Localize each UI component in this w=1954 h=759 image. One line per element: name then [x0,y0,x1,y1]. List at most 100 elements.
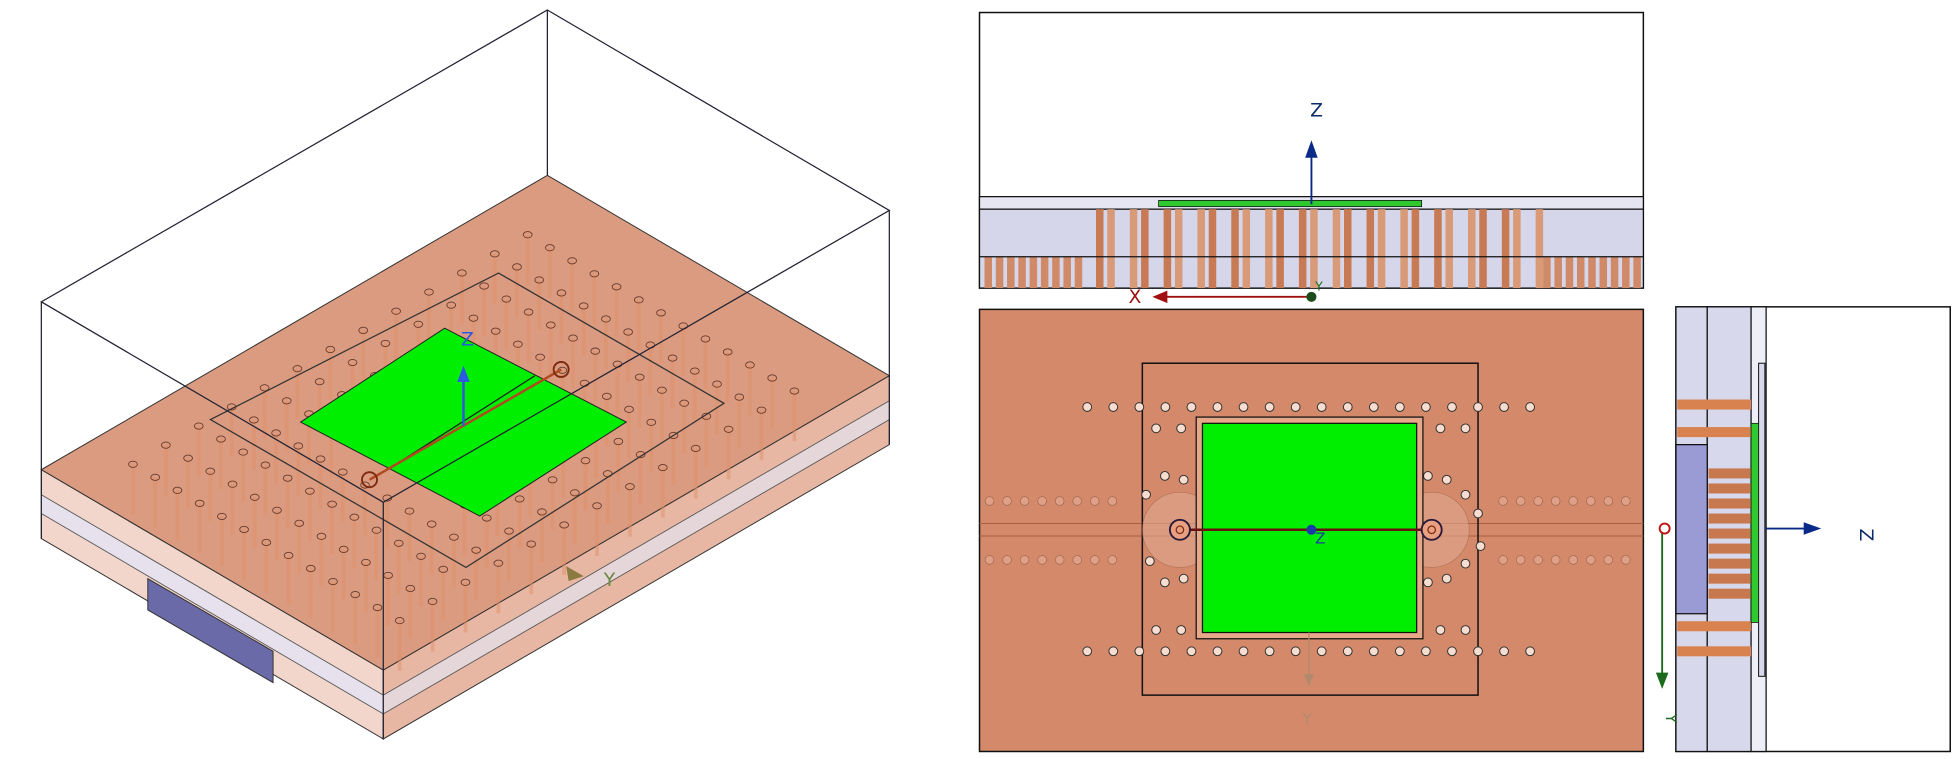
via [534,276,545,284]
via [1677,621,1752,632]
via [314,378,325,386]
via [1585,555,1596,565]
via [1368,646,1379,657]
via [1231,209,1239,289]
feed-port-iso-1 [552,361,570,378]
via [1708,588,1752,599]
via [1019,496,1030,506]
via [1515,555,1526,565]
via [1677,427,1752,438]
via [1007,256,1015,289]
via [1501,209,1510,289]
side-x-axis-marker [1658,522,1671,535]
via [1141,489,1151,500]
via [547,476,558,484]
via [559,521,569,529]
via [1708,498,1752,509]
via [1603,496,1614,506]
via [328,577,338,586]
via [1134,402,1145,412]
via [1394,402,1405,412]
via [756,406,767,414]
via [283,551,294,560]
front-x-label: X [1129,287,1142,308]
via [193,422,204,430]
via [1037,496,1047,506]
slab-right-face-mid [383,400,890,714]
feed-line-iso [368,368,562,481]
via [1290,646,1301,657]
via [545,244,555,252]
via [1473,508,1483,519]
via [372,604,383,612]
via [1163,209,1172,289]
via [1473,402,1483,412]
via [590,347,601,355]
via [690,444,701,452]
front-y-label: Y [1314,279,1323,294]
via [393,539,404,547]
via [658,463,668,472]
via [1074,256,1083,289]
via [271,429,281,437]
via [1265,209,1273,289]
via [668,431,679,439]
via [1160,402,1171,412]
via [514,495,525,503]
via [1089,555,1100,565]
via [1677,646,1752,657]
via [633,296,644,304]
via [394,617,405,625]
via [1603,555,1614,565]
top-z-axis-dot [1306,524,1317,535]
via [227,480,238,488]
via [1708,468,1752,479]
side-patch [1750,422,1759,623]
via [350,590,361,599]
via [1129,209,1138,289]
via [1515,496,1526,506]
via [1242,209,1251,289]
via [150,473,161,481]
via [624,405,634,413]
via [1498,496,1508,506]
via [216,435,226,443]
via [338,545,349,553]
via [380,339,391,347]
via [767,374,777,382]
via [471,546,481,554]
via [1421,646,1431,657]
via [568,334,578,342]
via [535,353,545,361]
via [995,256,1004,289]
via [1585,496,1596,506]
via [1054,496,1065,506]
top-via-array [984,402,1631,657]
via [1708,483,1752,494]
top-y-label: Y [1302,710,1313,728]
via [261,538,272,547]
via [449,533,459,541]
via [1176,423,1187,434]
via [490,327,501,335]
via [479,282,489,290]
air-box [40,9,891,739]
via [1176,625,1187,635]
via [1499,646,1509,657]
front-z-label: Z [1310,100,1323,121]
cavity-outline [209,272,726,569]
via [513,340,523,348]
via [1479,209,1487,289]
via [1411,209,1420,289]
via [1468,209,1476,289]
via [1178,474,1189,485]
via [1052,256,1060,289]
via [1366,209,1375,289]
via [427,597,438,606]
via [468,314,479,322]
via [1708,573,1752,584]
via [281,397,292,405]
via [1525,402,1536,412]
side-view: Z Y [1655,306,1951,753]
